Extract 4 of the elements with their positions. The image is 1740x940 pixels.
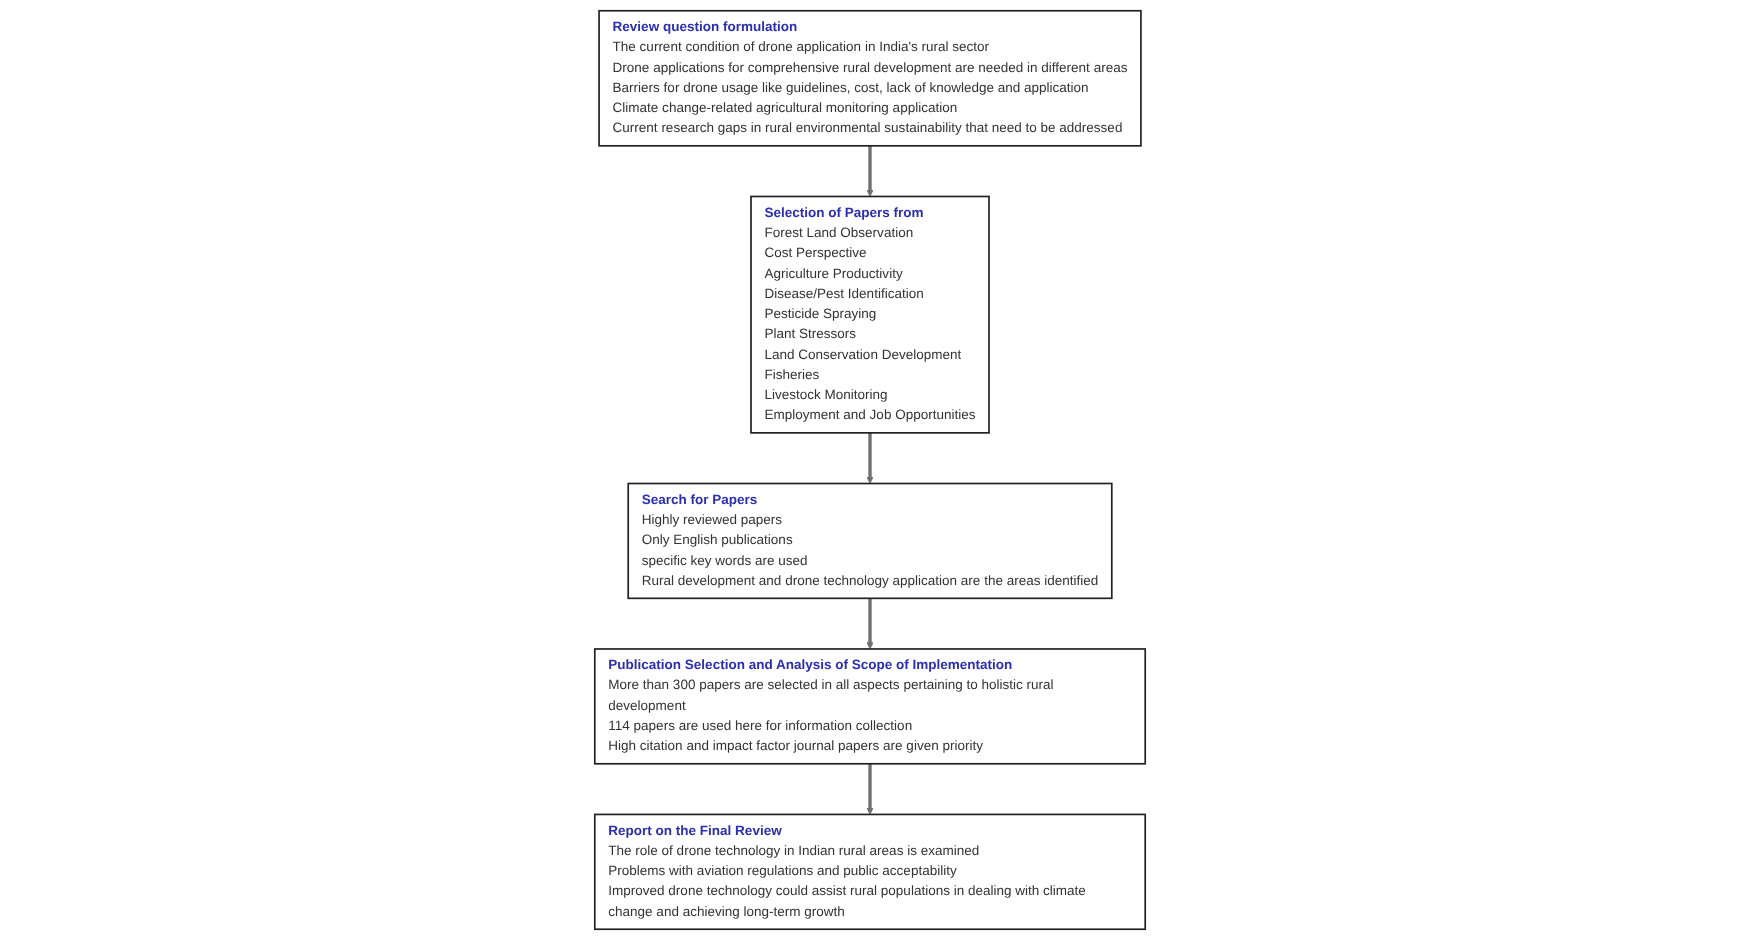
arrow bbox=[866, 598, 874, 650]
arrow bbox=[866, 145, 874, 197]
arrow bbox=[866, 432, 874, 484]
arrow bbox=[866, 763, 874, 815]
